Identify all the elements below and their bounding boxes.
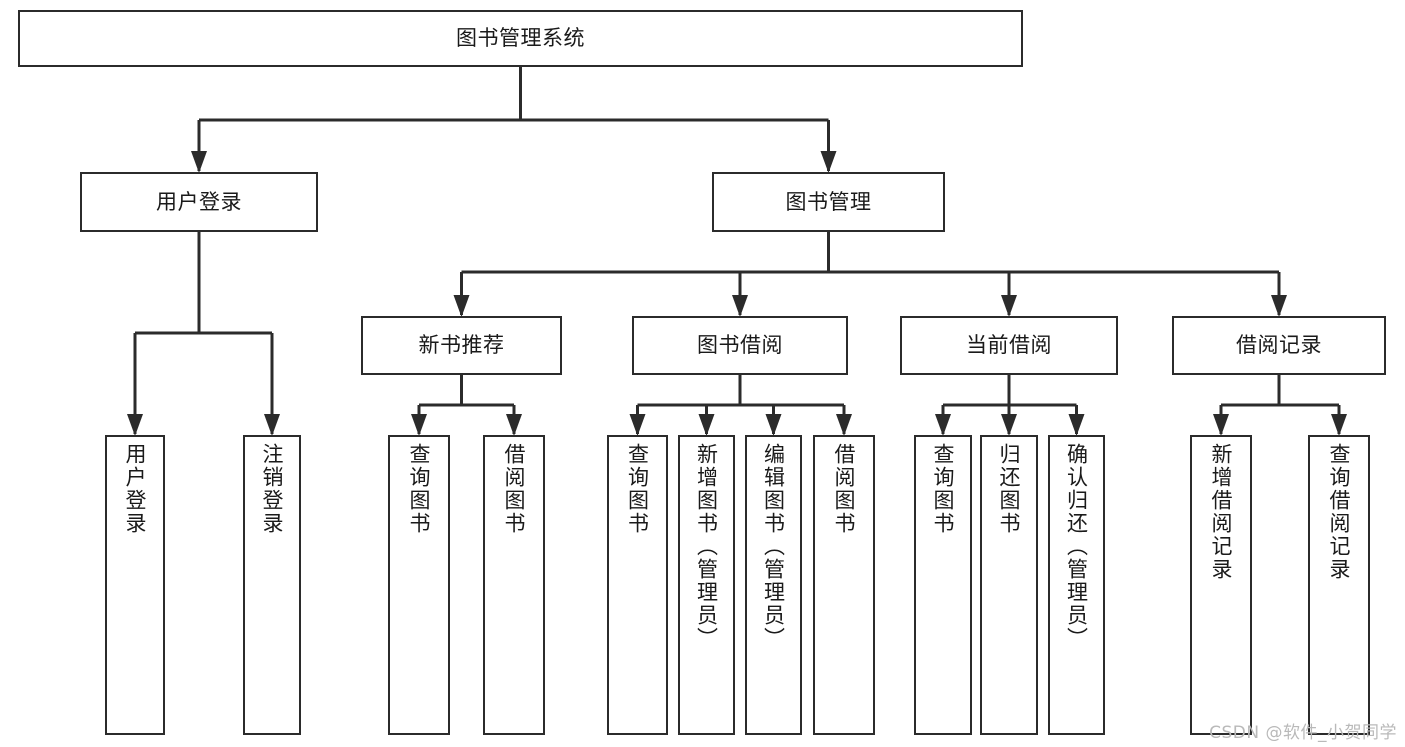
node-label: 确认归还（管理员） bbox=[1064, 443, 1089, 650]
arrow-head-icon bbox=[1271, 295, 1287, 317]
node-label: 查询图书 bbox=[625, 443, 650, 535]
arrow-head-icon bbox=[836, 414, 852, 436]
node-label: 用户登录 bbox=[123, 443, 148, 535]
node-l9: 查询图书 bbox=[914, 435, 972, 735]
arrow-head-icon bbox=[453, 295, 470, 317]
node-label: 借阅图书 bbox=[502, 443, 527, 535]
node-label: 图书借阅 bbox=[697, 333, 783, 358]
node-l11: 确认归还（管理员） bbox=[1048, 435, 1105, 735]
node-l3: 查询图书 bbox=[388, 435, 450, 735]
node-l8: 借阅图书 bbox=[813, 435, 875, 735]
node-label: 借阅图书 bbox=[832, 443, 857, 535]
node-l5: 查询图书 bbox=[607, 435, 668, 735]
node-label: 注销登录 bbox=[260, 443, 285, 535]
node-l7: 编辑图书（管理员） bbox=[745, 435, 802, 735]
node-label: 新增图书（管理员） bbox=[694, 443, 719, 650]
node-borrow: 图书借阅 bbox=[632, 316, 848, 375]
arrow-head-icon bbox=[698, 414, 715, 436]
node-label: 用户登录 bbox=[156, 189, 242, 214]
arrow-head-icon bbox=[820, 151, 837, 173]
arrow-head-icon bbox=[411, 414, 427, 436]
node-label: 编辑图书（管理员） bbox=[761, 443, 786, 650]
node-label: 图书管理系统 bbox=[456, 26, 585, 51]
arrow-head-icon bbox=[765, 414, 782, 436]
node-label: 当前借阅 bbox=[966, 333, 1052, 358]
arrow-head-icon bbox=[1213, 414, 1229, 436]
arrow-head-icon bbox=[1068, 414, 1085, 436]
node-label: 借阅记录 bbox=[1236, 333, 1322, 358]
node-l1: 用户登录 bbox=[105, 435, 165, 735]
arrow-head-icon bbox=[629, 414, 646, 436]
node-l4: 借阅图书 bbox=[483, 435, 545, 735]
node-l6: 新增图书（管理员） bbox=[678, 435, 735, 735]
arrow-head-icon bbox=[127, 414, 143, 436]
arrow-head-icon bbox=[732, 295, 748, 317]
node-root: 图书管理系统 bbox=[18, 10, 1023, 67]
node-label: 新增借阅记录 bbox=[1209, 443, 1234, 581]
arrow-head-icon bbox=[1001, 295, 1017, 317]
arrow-head-icon bbox=[935, 414, 951, 436]
node-current: 当前借阅 bbox=[900, 316, 1118, 375]
node-l12: 新增借阅记录 bbox=[1190, 435, 1252, 735]
node-l13: 查询借阅记录 bbox=[1308, 435, 1370, 735]
node-l10: 归还图书 bbox=[980, 435, 1038, 735]
node-records: 借阅记录 bbox=[1172, 316, 1386, 375]
node-label: 查询图书 bbox=[931, 443, 956, 535]
arrow-head-icon bbox=[1331, 414, 1347, 436]
node-login: 用户登录 bbox=[80, 172, 318, 232]
node-newrec: 新书推荐 bbox=[361, 316, 562, 375]
node-label: 查询图书 bbox=[407, 443, 432, 535]
arrow-head-icon bbox=[191, 151, 207, 173]
node-label: 新书推荐 bbox=[418, 333, 505, 358]
arrow-head-icon bbox=[506, 414, 522, 436]
node-label: 图书管理 bbox=[785, 189, 872, 214]
node-label: 查询借阅记录 bbox=[1327, 443, 1352, 581]
node-label: 归还图书 bbox=[997, 443, 1022, 535]
arrow-head-icon bbox=[1001, 414, 1017, 436]
node-l2: 注销登录 bbox=[243, 435, 301, 735]
node-bookmgr: 图书管理 bbox=[712, 172, 945, 232]
arrow-head-icon bbox=[264, 414, 280, 436]
